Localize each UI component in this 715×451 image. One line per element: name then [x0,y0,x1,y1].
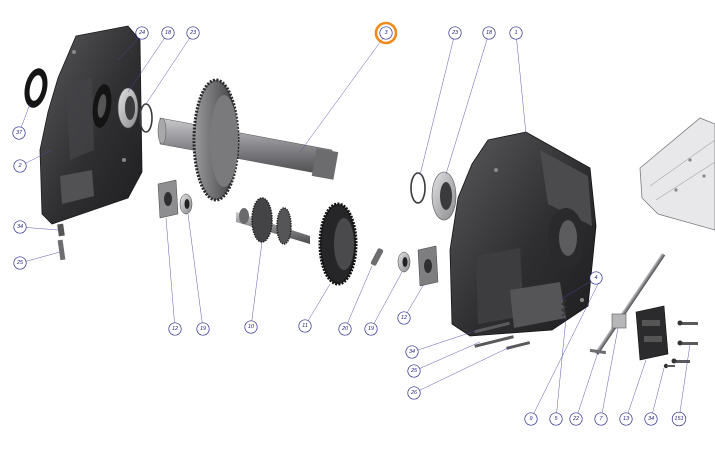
frame-bracket [639,117,715,231]
callout-12-left: 12 [168,322,182,336]
rod-9 [594,253,666,355]
svg-text:13: 13 [623,416,630,422]
svg-text:34: 34 [17,224,23,230]
callout-13: 13 [619,412,633,426]
svg-text:23: 23 [189,30,197,36]
callout-7: 7 [594,412,608,426]
svg-text:18: 18 [165,30,172,36]
callout-37: 37 [12,126,26,140]
callout-34-small: 34 [644,412,658,426]
main-shaft-with-gear-3 [157,78,339,202]
callout-19-left: 19 [196,322,210,336]
svg-text:3: 3 [384,30,388,36]
callout-34-left: 34 [13,220,27,234]
callout-12-right: 12 [397,311,411,325]
svg-text:151: 151 [674,416,683,422]
callout-10: 10 [244,320,258,334]
screws-151 [671,320,698,364]
svg-text:18: 18 [486,30,493,36]
svg-text:12: 12 [401,315,407,321]
callout-3-highlighted: 3 [374,21,398,45]
spring-5 [561,297,567,317]
bearing-18-left [117,87,139,129]
svg-text:22: 22 [572,416,579,422]
callout-151: 151 [671,411,687,427]
callout-11: 11 [298,319,312,333]
svg-text:25: 25 [410,368,418,374]
callout-1: 1 [509,26,523,40]
svg-text:2: 2 [17,163,21,169]
seal-ring-37 [24,68,48,108]
circlip-23-right [410,172,426,204]
svg-text:23: 23 [451,30,459,36]
svg-text:5: 5 [554,416,558,422]
callout-20: 20 [338,322,352,336]
callout-22: 22 [569,412,583,426]
svg-text:10: 10 [248,324,255,330]
key-20 [370,248,384,266]
svg-text:4: 4 [594,275,597,281]
svg-text:12: 12 [172,326,178,332]
svg-text:34: 34 [409,349,415,355]
pin-22 [589,348,607,355]
circlip-23-left [139,103,153,133]
pinion-shaft-10 [236,197,310,245]
callout-18-left: 18 [161,26,175,40]
bearing-18-right [431,171,457,221]
svg-text:19: 19 [368,326,374,332]
callout-23-right: 23 [448,26,462,40]
svg-text:34: 34 [648,416,654,422]
svg-text:9: 9 [529,416,532,422]
bearing-19-right [397,251,411,273]
callout-9: 9 [524,412,538,426]
gearbox-housing-1 [449,131,597,337]
bolt-25-left [57,239,66,261]
svg-text:11: 11 [302,323,308,329]
bearing-block-12-left [157,179,179,219]
svg-text:24: 24 [138,30,145,36]
callout-25-left: 25 [13,256,27,270]
callout-24: 24 [135,26,149,40]
svg-text:37: 37 [16,130,23,136]
svg-text:25: 25 [16,260,24,266]
svg-text:7: 7 [599,416,603,422]
block-7 [611,313,627,329]
svg-text:26: 26 [410,390,418,396]
callout-19-right: 19 [364,322,378,336]
bearing-block-12-right [417,245,439,287]
callout-2: 2 [13,159,27,173]
svg-text:1: 1 [514,30,517,36]
svg-text:19: 19 [200,326,206,332]
callout-18-right: 18 [482,26,496,40]
callout-25-right: 25 [407,364,421,378]
bolts-34-25-26-right [474,321,531,350]
bearing-19-left [179,193,193,215]
callout-4: 4 [589,271,603,285]
switch-assembly-13 [635,305,669,361]
svg-text:20: 20 [341,326,349,332]
callout-23-left: 23 [186,26,200,40]
leader-lines [18,32,691,420]
callout-5: 5 [549,412,563,426]
gear-11 [318,202,358,286]
callout-26: 26 [407,386,421,400]
bolt-34-left [57,223,65,237]
callout-34-right: 34 [405,345,419,359]
screws-34-small [663,363,675,369]
